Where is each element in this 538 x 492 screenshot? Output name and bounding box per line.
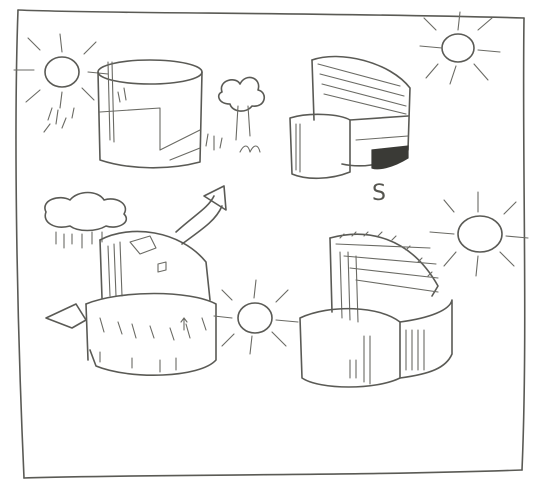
- sun-icon: [420, 12, 500, 84]
- panel-bottom-left: [45, 186, 298, 375]
- sun-icon: [14, 34, 108, 108]
- panel-top-right: S: [290, 12, 500, 206]
- sun-icon: [430, 192, 528, 276]
- cloud-icon: [45, 193, 126, 231]
- sun-icon: [214, 280, 298, 354]
- building-stepped-sketch: [290, 56, 410, 178]
- rain-icon: [56, 232, 102, 248]
- tree-icon: [206, 77, 264, 152]
- building-cylinder-sketch: [98, 60, 202, 168]
- panel-top-left: [14, 34, 264, 168]
- building-vented-sketch: [46, 231, 216, 375]
- building-greenroof-sketch: [300, 232, 452, 387]
- grass-icon: [44, 108, 74, 132]
- panel-bottom-right: [300, 192, 528, 387]
- arrow-icon: [176, 186, 226, 244]
- south-label: S: [372, 181, 386, 206]
